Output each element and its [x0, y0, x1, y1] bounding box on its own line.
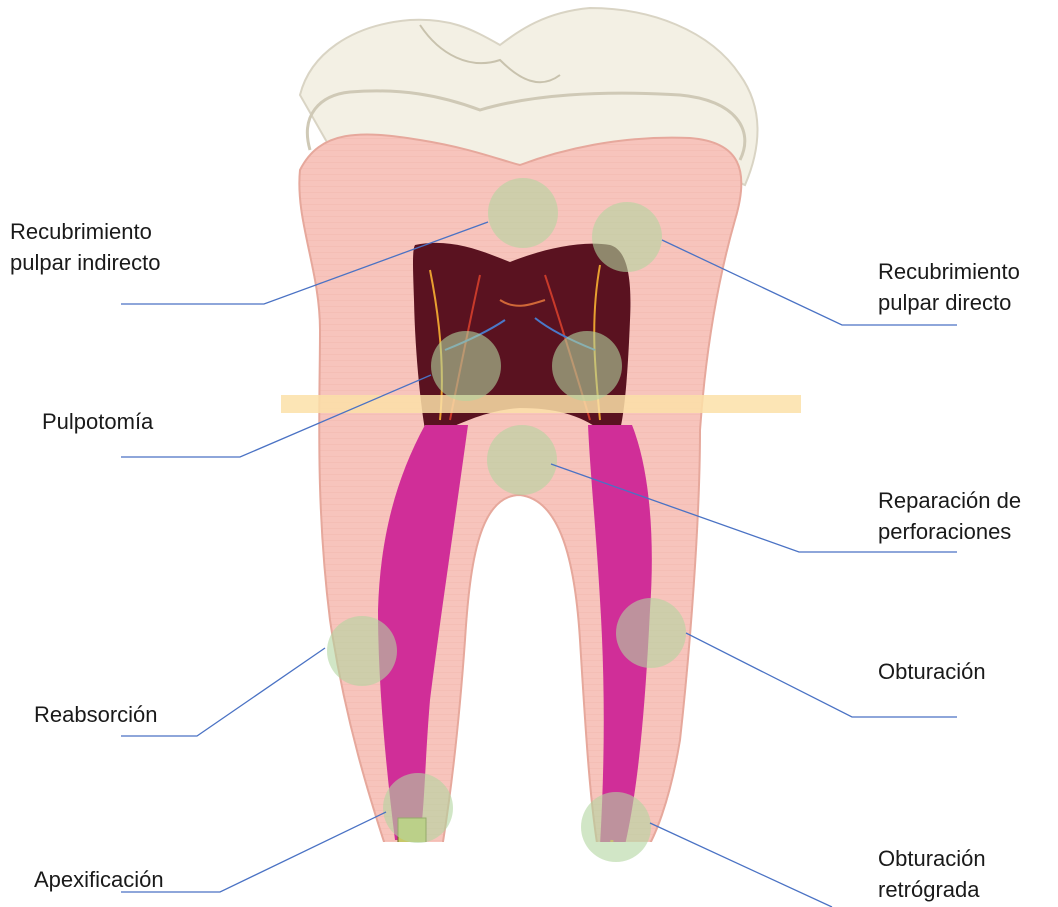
label-obturation: Obturación — [878, 656, 986, 687]
label-indirect-pulp-capping: Recubrimiento pulpar indirecto — [10, 216, 160, 278]
spot-resorption — [327, 616, 397, 686]
label-line: retrógrada — [878, 874, 986, 905]
spot-indirect-capping — [488, 178, 558, 248]
label-line: Recubrimiento — [878, 256, 1020, 287]
label-pulpotomy: Pulpotomía — [42, 406, 153, 437]
spot-retrograde — [581, 792, 651, 862]
spot-pulpotomy-right — [552, 331, 622, 401]
spot-obturation — [616, 598, 686, 668]
pulpotomy-band — [281, 395, 801, 413]
label-line: Obturación — [878, 843, 986, 874]
label-line: pulpar directo — [878, 287, 1020, 318]
label-line: Reabsorción — [34, 699, 158, 730]
label-direct-pulp-capping: Recubrimiento pulpar directo — [878, 256, 1020, 318]
label-resorption: Reabsorción — [34, 699, 158, 730]
label-retrograde-obturation: Obturación retrógrada — [878, 843, 986, 905]
label-line: Reparación de — [878, 485, 1021, 516]
label-perforation-repair: Reparación de perforaciones — [878, 485, 1021, 547]
label-line: Recubrimiento — [10, 216, 160, 247]
label-apexification: Apexificación — [34, 864, 164, 895]
spot-direct-capping — [592, 202, 662, 272]
label-line: pulpar indirecto — [10, 247, 160, 278]
leader-retrograde — [650, 823, 832, 907]
spot-perforation — [487, 425, 557, 495]
spot-pulpotomy-left — [431, 331, 501, 401]
label-line: Obturación — [878, 656, 986, 687]
label-line: perforaciones — [878, 516, 1021, 547]
label-line: Apexificación — [34, 864, 164, 895]
label-line: Pulpotomía — [42, 406, 153, 437]
spot-apexification — [383, 773, 453, 843]
